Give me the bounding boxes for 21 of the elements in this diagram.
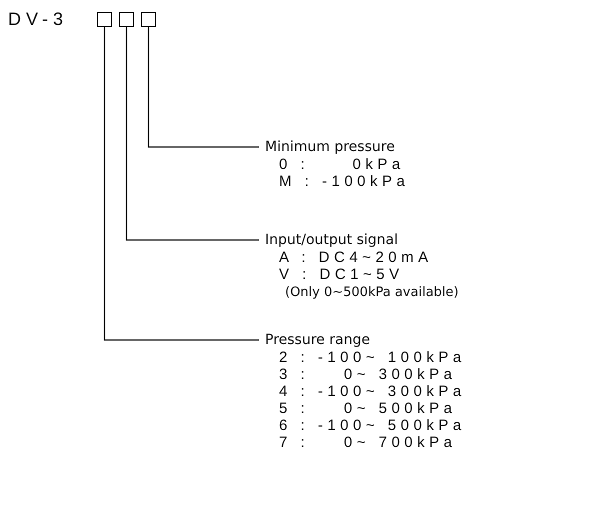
option-heading: Input/output signal <box>265 231 398 249</box>
code-digit-box <box>119 12 134 27</box>
leader-line <box>126 27 259 241</box>
option-code-text: A : DC4~20mA <box>279 249 433 266</box>
code-digit-box <box>97 12 112 27</box>
option-code-text: 6 : -100~ 500kPa <box>279 417 466 434</box>
option-code-text: 3 : 0~ 300kPa <box>279 366 456 383</box>
leader-line <box>104 27 259 341</box>
option-note: (Only 0~500kPa available) <box>285 284 459 302</box>
option-code-text: 7 : 0~ 700kPa <box>279 434 456 451</box>
option-heading: Minimum pressure <box>265 138 395 156</box>
option-code-text: 4 : -100~ 300kPa <box>279 383 466 400</box>
code-digit-box <box>141 12 156 27</box>
option-code-text: 0 : 0kPa <box>279 156 405 173</box>
option-code-text: V : DC1~5V <box>279 266 404 283</box>
model-code: DV-3 <box>8 8 68 30</box>
option-heading: Pressure range <box>265 331 370 349</box>
leader-line <box>148 27 259 148</box>
option-code-text: 2 : -100~ 100kPa <box>279 349 466 366</box>
option-code-text: 5 : 0~ 500kPa <box>279 400 456 417</box>
option-code-text: M : -100kPa <box>279 173 410 190</box>
